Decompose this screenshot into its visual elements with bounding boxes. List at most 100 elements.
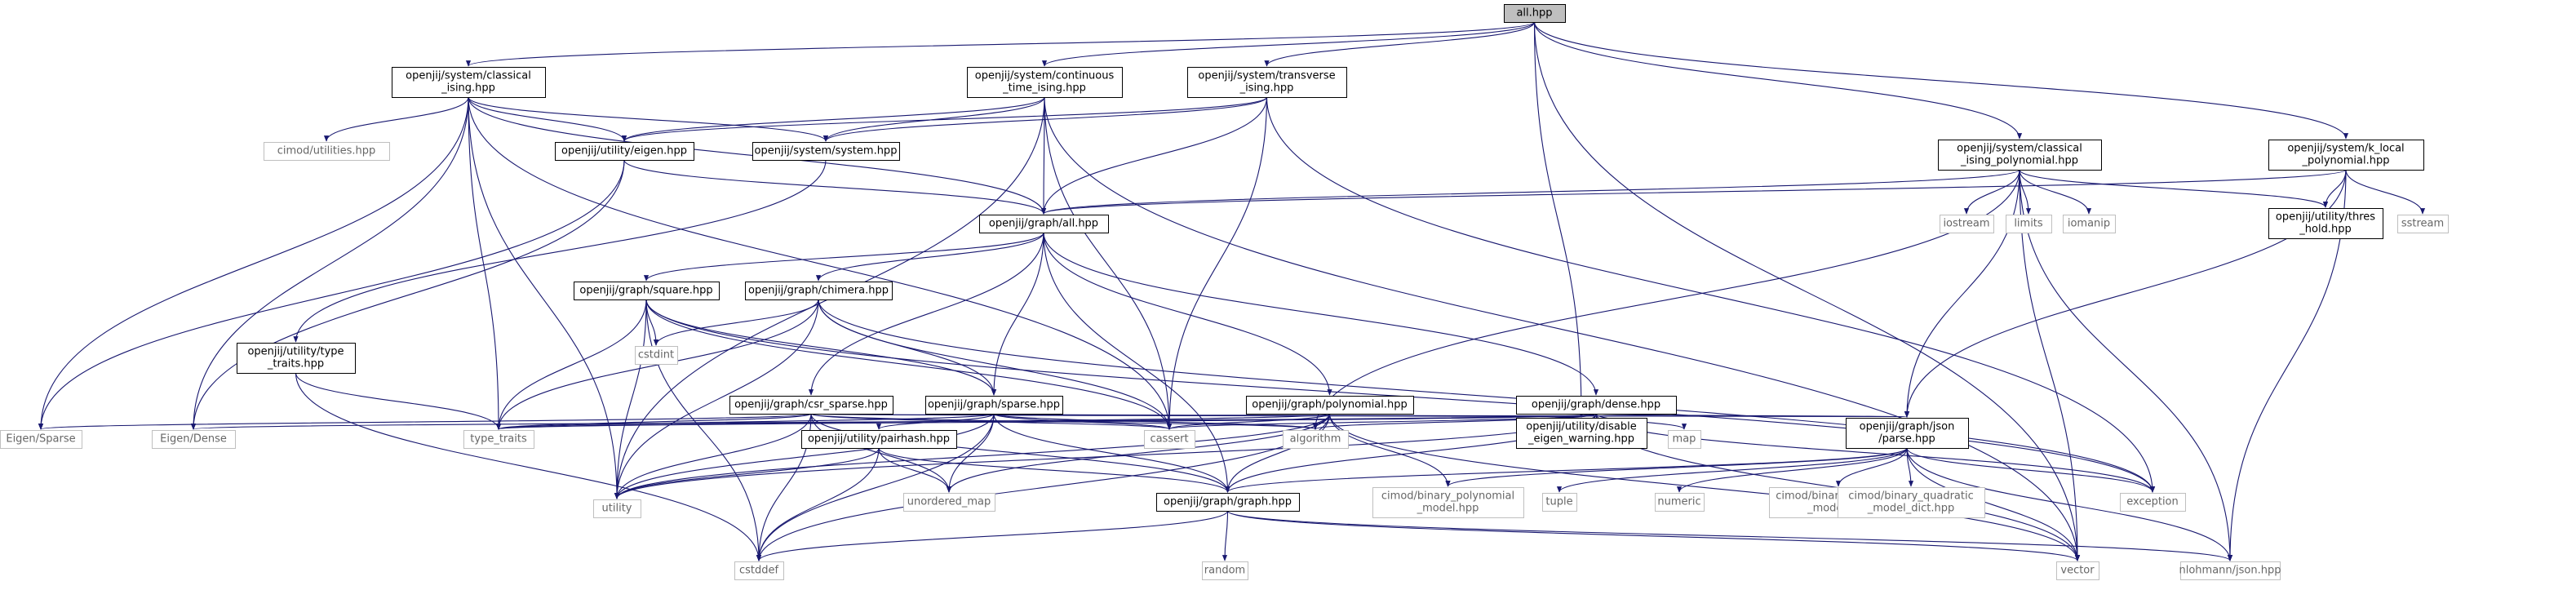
node-box-nlohmann [2180,561,2281,580]
node-eigen_sparse: Eigen/Sparse [0,430,82,449]
node-box-random [1202,561,1248,580]
node-graph_hpp[interactable]: openjij/graph/graph.hpp [1156,493,1300,512]
edge-polynomial-to-graph_hpp [1225,413,1331,493]
edge-graph_hpp-to-random [1221,510,1229,561]
edge-csr-to-utility [614,413,812,499]
node-box-utility [593,499,641,518]
node-label-iostream-0: iostream [1943,218,1989,230]
node-sparse[interactable]: openjij/graph/sparse.hpp [925,396,1063,415]
node-label-ct_ising-0: openjij/system/continuous [975,70,1115,82]
node-box-cls_poly [1938,140,2102,171]
node-label-ct_ising-1: _time_ising.hpp [1002,82,1086,95]
edge-cls_poly-to-algorithm [1312,169,2020,430]
edge-graph_all-to-graph_hpp [1043,232,1230,493]
edge-cls_ising-to-cassert [468,96,1173,430]
node-box-type_traits_hpp [237,343,356,374]
edge-chimera-to-exception [818,299,2155,493]
node-label-dense-0: openjij/graph/dense.hpp [1532,399,1660,411]
node-iostream: iostream [1940,215,1994,233]
edge-cls_poly-to-vector [2019,169,2081,561]
edge-json-to-graph_hpp [1225,447,1908,493]
node-label-type_traits-0: type_traits [470,433,527,446]
edge-tr_ising-to-eigen_hpp [622,96,1268,142]
node-label-all-0: all.hpp [1516,7,1552,20]
node-eigen_hpp[interactable]: openjij/utility/eigen.hpp [555,142,694,161]
node-box-iostream [1940,215,1994,233]
edge-graph_hpp-to-nlohmann [1226,510,2232,561]
node-graph_all[interactable]: openjij/graph/all.hpp [979,215,1109,233]
node-label-type_traits_hpp-1: _traits.hpp [267,358,324,370]
node-type_traits_hpp[interactable]: openjij/utility/type_traits.hpp [237,343,356,374]
node-box-ct_ising [967,67,1123,98]
node-box-eigen_sparse [0,430,82,449]
node-box-eigen_hpp [555,142,694,161]
node-label-klocal-1: _polynomial.hpp [2302,155,2390,167]
edge-cls_poly-to-iomanip [2019,169,2092,215]
edge-sparse-to-graph_hpp [993,413,1230,493]
node-cls_ising[interactable]: openjij/system/classical_ising.hpp [392,67,546,98]
edge-polynomial-to-utility [614,413,1331,499]
edge-polynomial-to-unordered_map [946,413,1331,493]
edge-dense-to-utility [614,413,1597,499]
node-cbqmd: cimod/binary_quadratic_model_dict.hpp [1838,487,1985,518]
node-label-random-0: random [1204,565,1245,577]
edge-all-to-vector [1533,21,2081,561]
edge-cls_ising-to-system_hpp [468,96,828,142]
node-box-disable [1516,418,1647,449]
edge-layer [38,21,2426,561]
node-cls_poly[interactable]: openjij/system/classical_ising_polynomia… [1938,140,2102,171]
node-json[interactable]: openjij/graph/json/parse.hpp [1846,418,1969,449]
edge-csr-to-type_traits [496,413,812,430]
edge-graph_all-to-chimera [815,232,1044,282]
edge-square-to-cassert [645,299,1173,430]
node-box-graph_hpp [1156,493,1300,512]
edge-type_traits_hpp-to-type_traits [295,372,502,430]
node-label-vector-0: vector [2060,565,2095,577]
node-box-numeric [1655,493,1705,512]
node-polynomial[interactable]: openjij/graph/polynomial.hpp [1246,396,1414,415]
node-exception: exception [2120,493,2186,512]
node-csr[interactable]: openjij/graph/csr_sparse.hpp [729,396,893,415]
node-box-all [1504,4,1566,23]
node-label-json-0: openjij/graph/json [1860,421,1955,433]
node-label-cbpm-1: _model.hpp [1417,503,1479,515]
edge-square-to-cstddef [645,299,762,561]
node-tuple: tuple [1542,493,1577,512]
edge-klocal-to-thres [2322,169,2347,208]
edge-csr-to-eigen_sparse [38,413,812,430]
node-pairhash[interactable]: openjij/utility/pairhash.hpp [801,430,957,449]
edge-cls_poly-to-nlohmann [2019,169,2233,561]
node-label-type_traits_hpp-0: openjij/utility/type [247,346,344,358]
node-label-cstddef-0: cstddef [739,565,779,577]
node-box-exception [2120,493,2186,512]
edge-type_traits_hpp-to-cstddef [295,372,762,561]
node-dense[interactable]: openjij/graph/dense.hpp [1516,396,1677,415]
edge-chimera-to-cstdint [653,299,819,346]
node-tr_ising[interactable]: openjij/system/transverse_ising.hpp [1187,67,1347,98]
node-all[interactable]: all.hpp [1504,4,1566,23]
node-ct_ising[interactable]: openjij/system/continuous_time_ising.hpp [967,67,1123,98]
edge-square-to-type_traits [495,299,647,430]
node-label-eigen_hpp-0: openjij/utility/eigen.hpp [561,145,687,157]
edge-klocal-to-graph_all [1041,169,2347,215]
edge-ct_ising-to-eigen_hpp [622,96,1045,142]
node-box-graph_all [979,215,1109,233]
node-box-cbpm [1372,487,1524,518]
node-label-unordered_map-0: unordered_map [907,496,991,508]
node-system_hpp[interactable]: openjij/system/system.hpp [752,142,900,161]
edge-graph_all-to-square [644,232,1044,282]
edge-dense-to-cassert [1167,413,1597,430]
node-label-tr_ising-1: _ising.hpp [1239,82,1294,95]
node-box-system_hpp [752,142,900,161]
node-thres[interactable]: openjij/utility/thres_hold.hpp [2268,208,2383,239]
node-klocal[interactable]: openjij/system/k_local_polynomial.hpp [2268,140,2424,171]
edge-json-to-nlohmann [1906,447,2233,561]
node-box-dense [1516,396,1677,415]
node-chimera[interactable]: openjij/graph/chimera.hpp [745,282,893,300]
node-disable[interactable]: openjij/utility/disable_eigen_warning.hp… [1516,418,1647,449]
node-box-chimera [745,282,893,300]
edge-sparse-to-utility [614,413,995,499]
node-square[interactable]: openjij/graph/square.hpp [574,282,720,300]
edge-graph_hpp-to-vector [1226,510,2080,561]
node-utility: utility [593,499,641,518]
